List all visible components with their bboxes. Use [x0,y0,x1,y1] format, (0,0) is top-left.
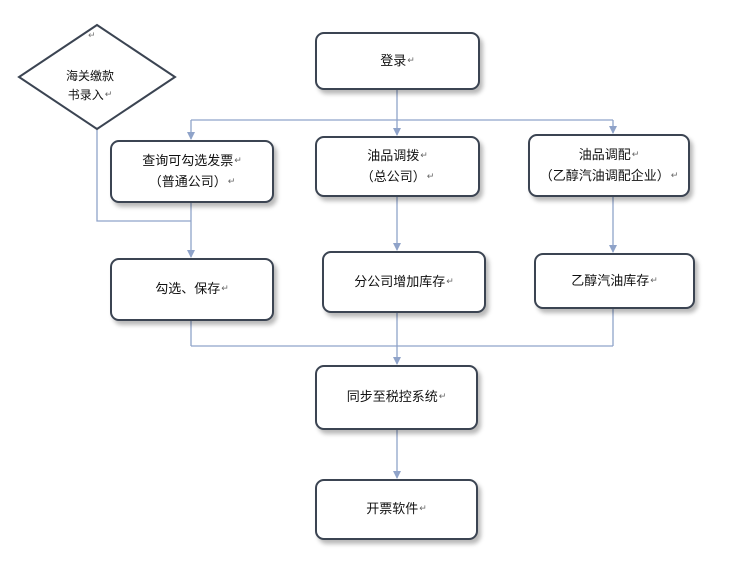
paragraph-mark-icon: ↵ [104,90,113,100]
sync-tax-box: 同步至税控系统↵ [315,365,478,430]
invoice-software-box: 开票软件↵ [315,479,478,540]
invoice-software-label: 开票软件 [366,502,419,517]
paragraph-mark-icon: ↵ [221,284,229,294]
sync-label: 同步至税控系统 [346,390,438,405]
paragraph-mark-icon: ↵ [446,276,454,287]
paragraph-mark-icon: ↵ [426,171,435,182]
oil-blend-label-line1: 油品调配 [578,147,631,163]
oil-transfer-label-line2: （总公司） [360,169,426,185]
paragraph-mark-icon: ↵ [88,31,96,41]
customs-entry-decision: 海关缴款 书录入↵ [30,67,150,105]
oil-transfer-label-line1: 油品调拨 [367,148,420,164]
paragraph-mark-icon: ↵ [438,392,447,402]
paragraph-mark-icon: ↵ [650,275,658,286]
paragraph-mark-icon: ↵ [234,155,242,166]
ethanol-stock-box: 乙醇汽油库存↵ [534,253,695,309]
oil-blend-box: 油品调配↵ （乙醇汽油调配企业）↵ [528,134,690,197]
paragraph-mark-icon: ↵ [420,150,428,161]
customs-label-line1: 海关缴款 [65,69,114,83]
connector-customs [96,130,191,222]
oil-transfer-box: 油品调拨↵ （总公司）↵ [315,136,480,197]
paragraph-mark-icon: ↵ [407,55,415,66]
select-save-box: 勾选、保存↵ [110,258,274,321]
paragraph-mark-icon: ↵ [631,149,640,160]
branch-stock-label: 分公司增加库存 [354,274,446,290]
query-label-line2: （普通公司） [148,174,227,190]
login-box: 登录↵ [315,32,480,90]
paragraph-mark-icon: ↵ [419,504,427,514]
query-label-line1: 查询可勾选发票 [142,153,234,169]
select-save-label: 勾选、保存 [155,282,221,297]
paragraph-mark-icon: ↵ [670,170,679,181]
customs-label-line2: 书录入 [67,88,104,102]
login-label: 登录 [380,53,407,69]
paragraph-mark-icon: ↵ [227,176,236,187]
oil-blend-label-line2: （乙醇汽油调配企业） [539,168,670,184]
branch-stock-box: 分公司增加库存↵ [322,251,486,313]
ethanol-stock-label: 乙醇汽油库存 [571,273,650,289]
customs-diamond-shape [17,23,177,131]
query-invoice-box: 查询可勾选发票↵ （普通公司）↵ [110,140,274,203]
